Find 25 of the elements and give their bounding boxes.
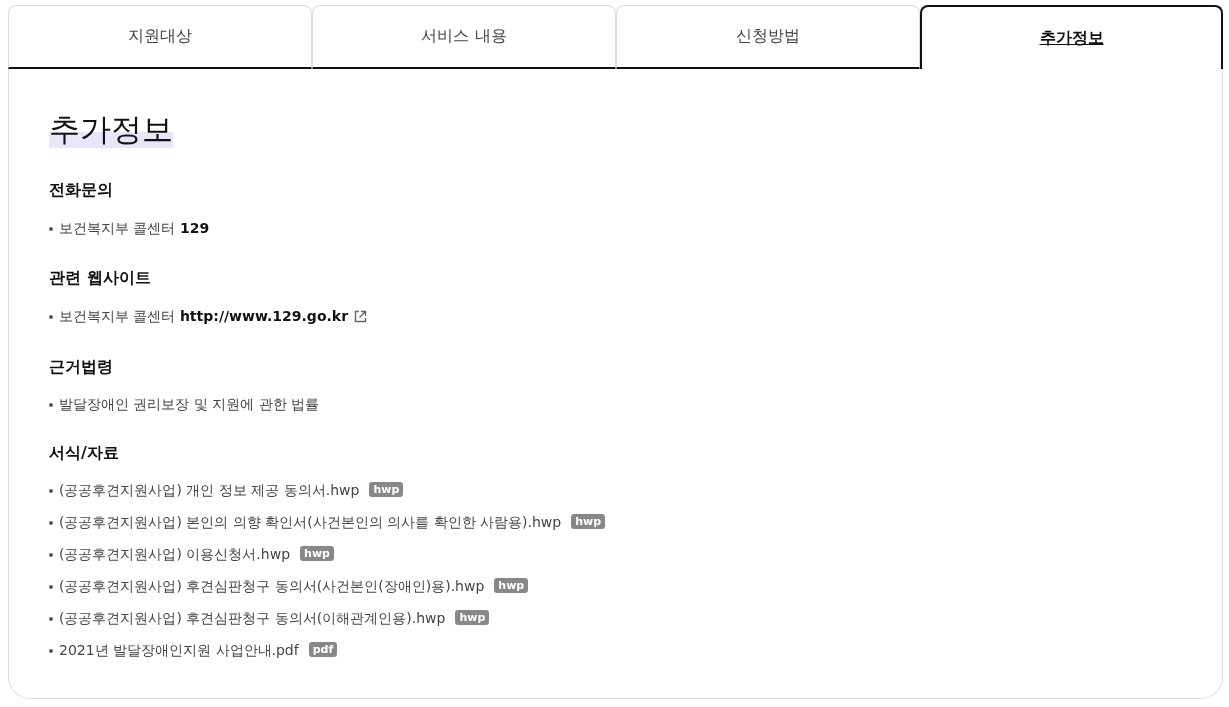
list-item: 2021년 발달장애인지원 사업안내.pdf [59,642,299,658]
file-type-badge: hwp [369,482,404,497]
list-item: (공공후견지원사업) 개인 정보 제공 동의서.hwp [59,482,360,498]
file-type-badge: pdf [308,642,338,657]
section-heading: 근거법령 [49,357,113,378]
tab: 지원대상 [8,5,312,69]
list-item: 발달장애인 권리보장 및 지원에 관한 법률 [59,396,320,412]
list-item: (공공후견지원사업) 후견심판청구 동의서(사건본인(장애인)용).hwp [59,578,485,594]
list-item: 보건복지부 콜센터 http://www.129.go.kr [59,308,349,324]
list-item: (공공후견지원사업) 후견심판청구 동의서(이해관계인용).hwp [59,610,446,626]
tab: 서비스 내용 [312,5,616,69]
content-panel [8,68,1223,699]
website-link: http://www.129.go.kr [179,308,349,324]
section-heading: 관련 웹사이트 [49,268,151,289]
section-heading: 전화문의 [49,180,113,201]
file-type-badge: hwp [571,514,606,529]
active-tab: 추가정보 [920,5,1223,69]
list-item: (공공후견지원사업) 본인의 의향 확인서(사건본인의 의사를 확인한 사람용).hwp [59,514,562,530]
file-type-badge: hwp [494,578,529,593]
file-type-badge: hwp [300,546,334,561]
list-item: 보건복지부 콜센터 129 [59,220,210,236]
file-type-badge: hwp [455,610,490,625]
section-heading: 서식/자료 [49,443,119,464]
tab: 신청방법 [616,5,920,69]
list-item: (공공후견지원사업) 이용신청서.hwp [59,546,291,562]
